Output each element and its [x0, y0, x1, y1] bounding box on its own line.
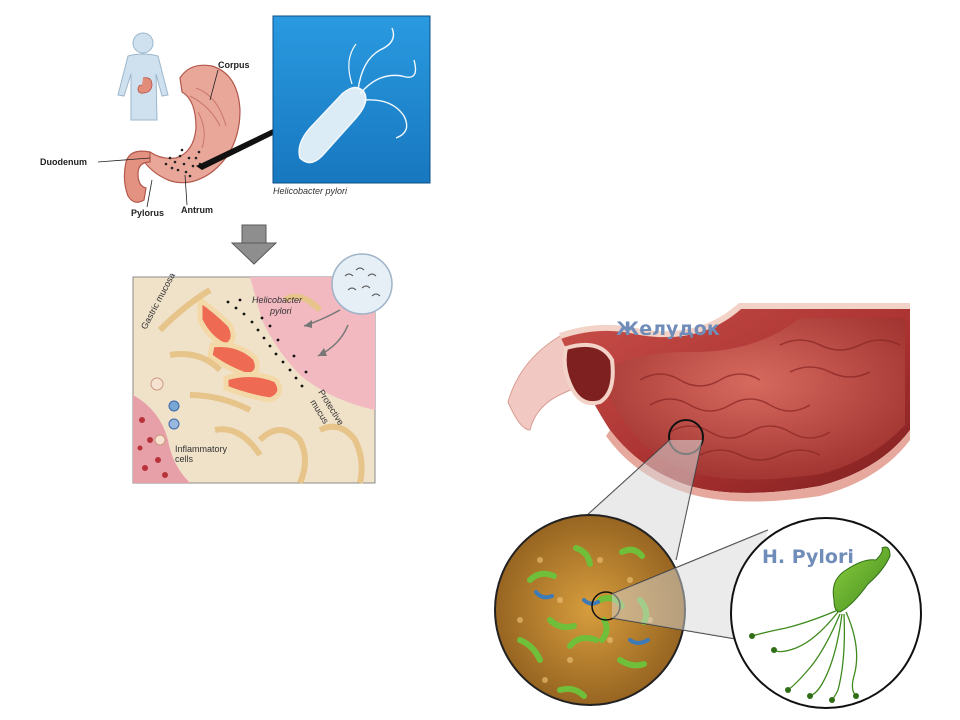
micrograph-caption: Helicobacter pylori [273, 186, 348, 196]
bacteria-front [226, 298, 308, 388]
stomach-anatomy [97, 64, 275, 208]
h-pylori-micrograph [272, 15, 431, 184]
antrum-bacteria-cluster [164, 148, 202, 178]
down-arrow-icon [230, 224, 278, 265]
label-antrum: Antrum [181, 205, 213, 215]
label-inflammatory-line2: cells [175, 454, 194, 464]
label-corpus: Corpus [218, 60, 250, 70]
zoom-bubble [331, 253, 393, 315]
mucosa-cross-section [132, 253, 393, 485]
label-pylorus: Pylorus [131, 208, 164, 218]
stomach-title: Желудок [616, 318, 720, 340]
human-silhouette [117, 32, 169, 121]
h-pylori-closeup [730, 517, 922, 709]
label-duodenum: Duodenum [40, 157, 87, 167]
bacterium-title: H. Pylori [762, 546, 854, 568]
label-helicobacter-line1: Helicobacter [252, 295, 303, 305]
label-helicobacter-line2: pylori [269, 306, 293, 316]
microscope-view [494, 514, 686, 706]
label-inflammatory-line1: Inflammatory [175, 444, 228, 454]
inflammatory-cells-icons [150, 377, 180, 446]
